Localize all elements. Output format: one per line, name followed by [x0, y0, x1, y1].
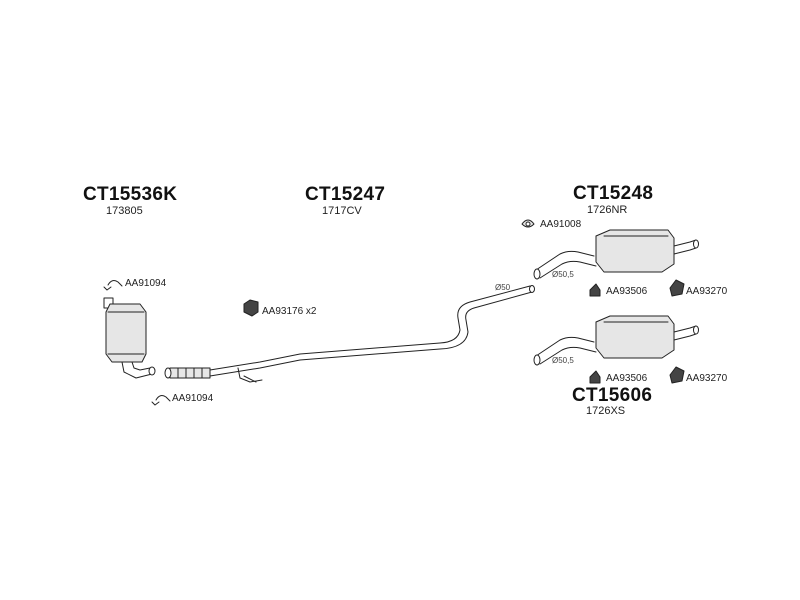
label-rubber-1a: AA93506 [606, 286, 648, 297]
clamp-icon-bottom-left [151, 395, 171, 406]
code-middle: CT15247 [305, 184, 386, 205]
code-rear-1: CT15248 [573, 183, 654, 204]
rubber-mount-icon-2a [589, 370, 601, 384]
clamp-icon-rear [521, 219, 535, 228]
ref-rear-1: 1726NR [587, 204, 628, 216]
label-clamp-bottom-left: AA91094 [172, 393, 214, 404]
rubber-mount-icon-1a [589, 283, 601, 297]
label-rubber-1b: AA93270 [686, 286, 728, 297]
label-mount-mid: AA93176 x2 [262, 306, 317, 317]
label-clamp-rear: AA91008 [540, 219, 582, 230]
catalyst-shape [103, 297, 156, 379]
middle-pipe-shape [209, 285, 535, 383]
rubber-mount-icon-2b [669, 366, 685, 384]
rear-silencer-2-shape [533, 315, 699, 366]
clamp-icon-top-left [103, 280, 123, 291]
code-rear-2: CT15606 [572, 385, 653, 406]
label-rubber-2a: AA93506 [606, 373, 648, 384]
rear-silencer-1-shape [533, 229, 699, 280]
label-rubber-2b: AA93270 [686, 373, 728, 384]
mount-icon-mid [243, 299, 259, 317]
ref-catalyst: 173805 [106, 205, 143, 217]
label-clamp-top-left: AA91094 [125, 278, 167, 289]
rubber-mount-icon-1b [669, 279, 685, 297]
flex-pipe-shape [164, 367, 211, 379]
dim-pipe-mid: Ø50 [495, 283, 511, 292]
dim-pipe-rear-1: Ø50,5 [552, 270, 574, 279]
ref-middle: 1717CV [322, 205, 362, 217]
code-catalyst: CT15536K [83, 184, 178, 205]
dim-pipe-rear-2: Ø50,5 [552, 356, 574, 365]
ref-rear-2: 1726XS [586, 405, 626, 417]
